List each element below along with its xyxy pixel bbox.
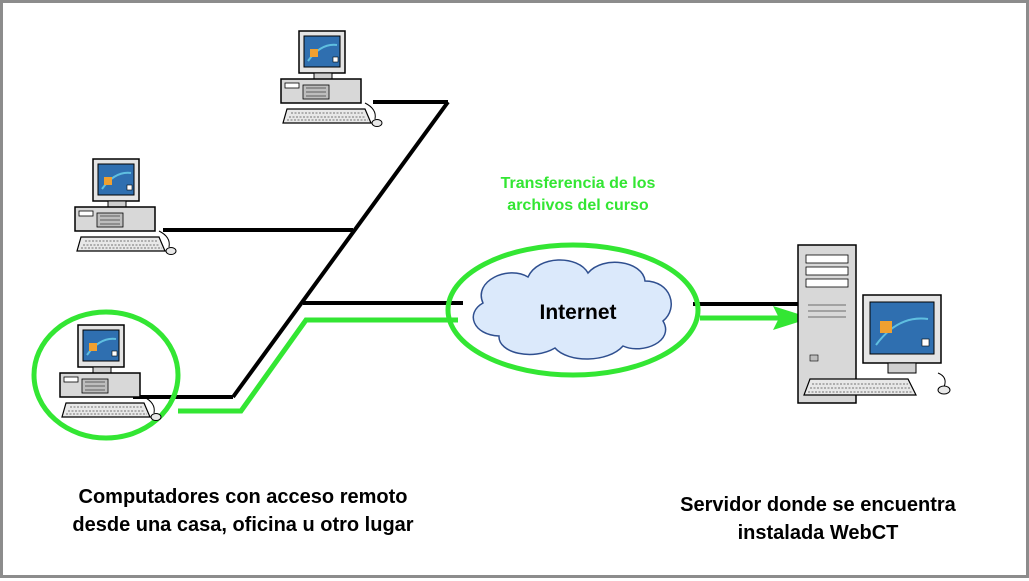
internet-label: Internet <box>539 301 617 324</box>
clients-caption-line-1: Computadores con acceso remoto <box>78 486 408 508</box>
client-highlight-ellipse <box>31 309 181 441</box>
internet-highlight-ellipse <box>445 242 701 378</box>
transfer-path <box>178 306 811 414</box>
network-lines <box>133 100 798 399</box>
server-caption: Servidor donde se encuentra instalada We… <box>618 491 1018 547</box>
transfer-label: Transferencia de los archivos del curso <box>463 173 693 217</box>
transfer-label-line-2: archivos del curso <box>507 197 649 214</box>
desktop-computer-icon <box>74 158 177 256</box>
server-caption-line-1: Servidor donde se encuentra <box>680 494 956 516</box>
transfer-label-line-1: Transferencia de los <box>500 175 656 192</box>
server-caption-line-2: instalada WebCT <box>737 522 899 544</box>
server-tower-icon <box>797 244 951 404</box>
desktop-computer-icon <box>59 324 162 422</box>
network-diagram <box>31 30 951 441</box>
cloud-icon <box>472 259 672 360</box>
clients-caption-line-2: desde una casa, oficina u otro lugar <box>72 514 414 536</box>
clients-caption: Computadores con acceso remoto desde una… <box>23 483 463 539</box>
desktop-computer-icon <box>280 30 383 128</box>
